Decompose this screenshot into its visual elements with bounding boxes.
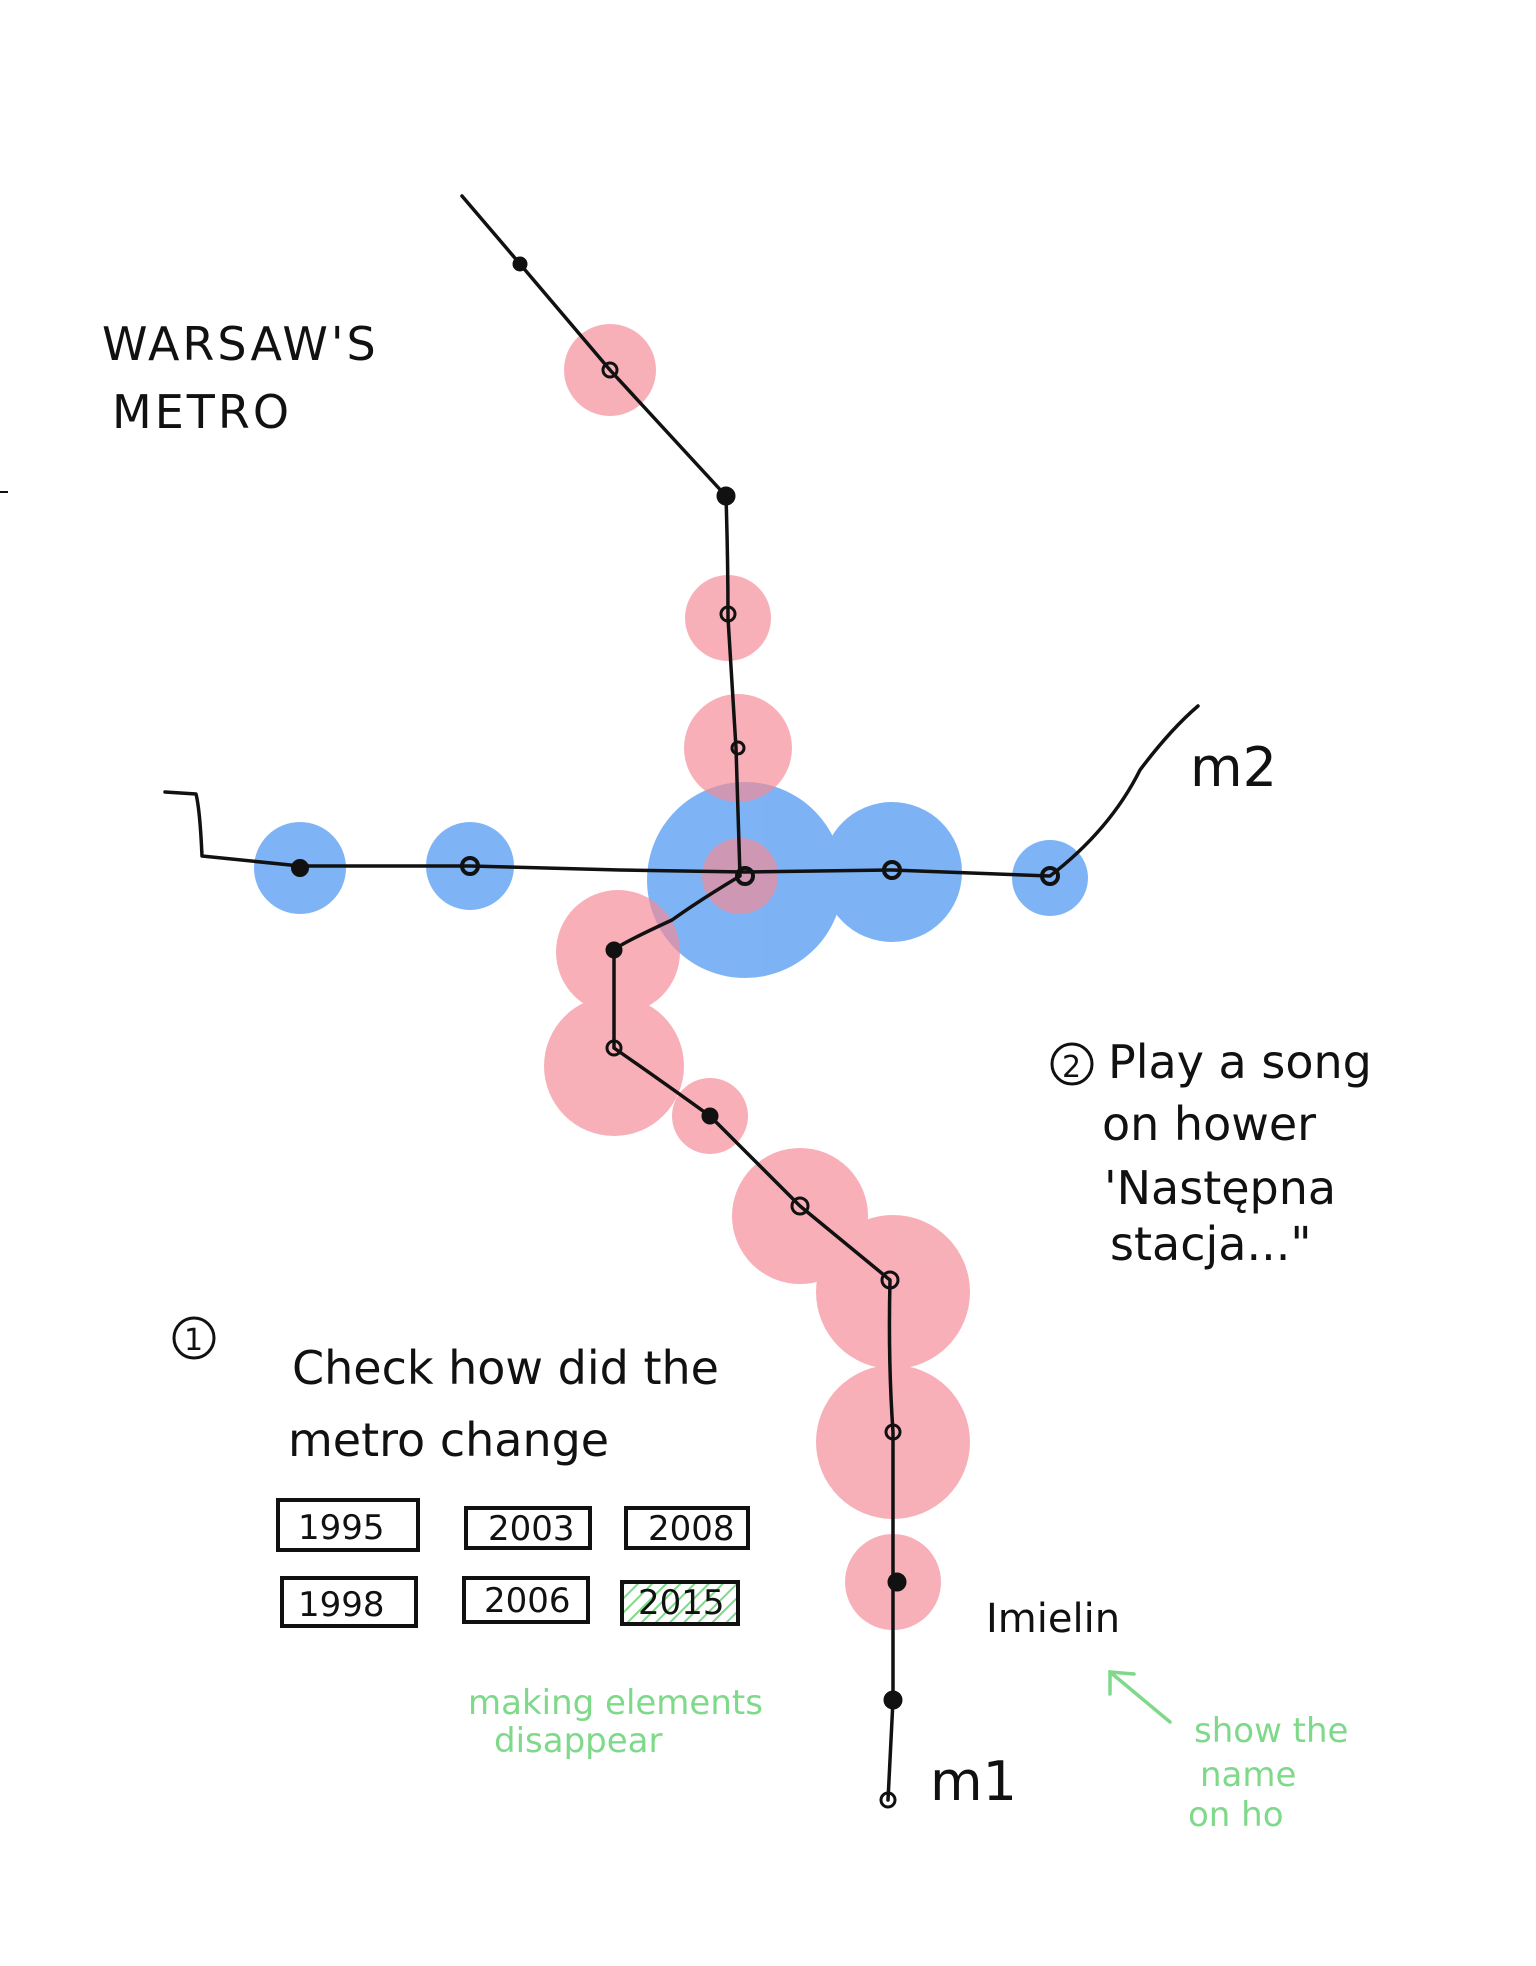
year-button-2006[interactable]: 2006 [462, 1576, 590, 1624]
year-button-2015[interactable]: 2015 [620, 1580, 740, 1626]
m1-bubble [684, 694, 792, 802]
title-line-1: WARSAW'S [102, 317, 379, 371]
m1-station[interactable] [601, 361, 619, 379]
m1-station[interactable] [719, 605, 737, 623]
year-button-label: 1995 [298, 1508, 385, 1548]
year-button-frame-selected [620, 1580, 740, 1626]
m1-station[interactable] [605, 1039, 623, 1057]
year-button-label: 2003 [488, 1509, 575, 1549]
year-button-1995[interactable]: 1995 [276, 1498, 420, 1552]
m1-bubble [544, 996, 684, 1136]
m1-label: m1 [930, 1750, 1017, 1813]
year-button-frame [280, 1576, 418, 1628]
m1-station[interactable] [884, 1423, 902, 1441]
m1-stations [512, 256, 907, 1809]
title-line-2: METRO [112, 385, 292, 439]
note-play-line-1: Play a song [1108, 1035, 1372, 1089]
year-button-1998[interactable]: 1998 [280, 1576, 418, 1628]
note-check-line-2: metro change [288, 1413, 609, 1467]
annotation-disappear-line-1: making elements [468, 1683, 763, 1723]
m1-station[interactable] [880, 1270, 900, 1290]
year-button-grid: 1995 2003 2008 1998 2006 2015 [276, 1498, 750, 1628]
m2-station[interactable] [882, 860, 902, 880]
m1-line-path [460, 194, 895, 1802]
m1-station[interactable] [512, 256, 528, 272]
m2-station[interactable] [291, 859, 309, 877]
m2-station[interactable] [460, 856, 480, 876]
year-button-2008[interactable]: 2008 [624, 1506, 750, 1550]
year-button-frame [464, 1506, 592, 1550]
annotation-show-line-3: on ho [1188, 1795, 1284, 1835]
note-play-line-3: 'Następna [1104, 1161, 1336, 1215]
year-button-frame [276, 1498, 420, 1552]
year-button-label: 2008 [648, 1509, 735, 1549]
m1-station[interactable] [730, 740, 746, 756]
m1-station[interactable] [605, 941, 623, 959]
m2-stations [291, 856, 1060, 886]
note-1-circle [172, 1316, 216, 1360]
m2-station-interchange[interactable] [735, 866, 755, 886]
m2-bubble [822, 802, 962, 942]
m1-station[interactable] [790, 1196, 810, 1216]
note-play-line-4: stacja..." [1110, 1217, 1311, 1271]
m1-bubble [816, 1215, 970, 1369]
m2-label: m2 [1190, 736, 1277, 799]
m1-station[interactable] [883, 1690, 903, 1710]
year-button-frame [624, 1506, 750, 1550]
station-label-imielin: Imielin [986, 1596, 1120, 1642]
note-2-circle [1050, 1042, 1094, 1086]
annotation-show-line-1: show the [1194, 1711, 1348, 1751]
year-button-frame [462, 1576, 590, 1624]
m1-station[interactable] [701, 1107, 719, 1125]
m2-station[interactable] [1040, 866, 1060, 886]
m1-station[interactable] [716, 486, 736, 506]
year-button-label: 2006 [484, 1581, 571, 1621]
year-button-label: 1998 [298, 1585, 385, 1625]
note-play-line-2: on hower [1102, 1097, 1316, 1151]
year-button-label: 2015 [638, 1583, 725, 1623]
year-button-2003[interactable]: 2003 [464, 1506, 592, 1550]
annotation-disappear-line-2: disappear [494, 1721, 662, 1761]
m1-station-terminus[interactable] [879, 1791, 897, 1809]
m1-station-imielin[interactable] [887, 1572, 907, 1592]
note-check-line-1: Check how did the [292, 1341, 719, 1395]
annotation-arrow [1108, 1670, 1172, 1724]
note-1-number: 1 [184, 1323, 203, 1358]
note-2-number: 2 [1062, 1050, 1081, 1085]
annotation-show-line-2: name [1200, 1755, 1296, 1795]
m2-line-path [163, 704, 1200, 878]
